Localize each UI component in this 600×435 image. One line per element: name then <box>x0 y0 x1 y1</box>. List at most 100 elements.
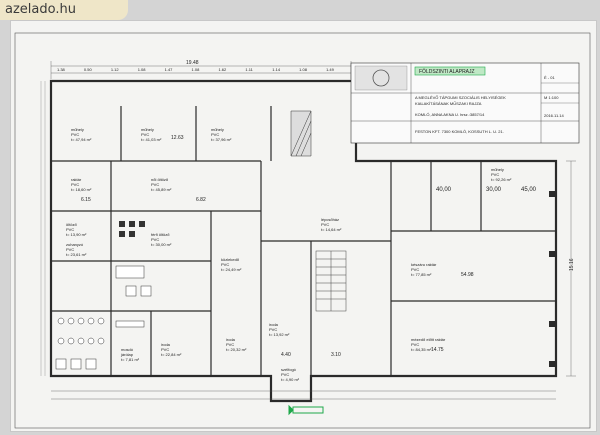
room-area: t= 22,84 m² <box>161 352 182 357</box>
room-name: műhely <box>491 167 504 172</box>
interior-walls <box>51 106 556 376</box>
room-name: női öltöző <box>151 177 169 182</box>
entrance-marker <box>288 404 324 416</box>
room-area: t= 4,90 m² <box>281 377 300 382</box>
top-segment-label: 1.62 <box>218 67 227 72</box>
dim-overall-top: 19.48 <box>186 60 199 66</box>
title-project-a: A MEGLÉVŐ TÁPGUMI SZOCIÁLIS HELYISÉGEK <box>415 95 506 100</box>
room-floor: PVC <box>151 182 159 187</box>
room-area: t= 13,92 m² <box>269 332 290 337</box>
title-designer: FESTON KFT. 7300 KOMLÓ, KOSSUTH L. U. 21… <box>415 129 504 134</box>
floor-plan-drawing: 19.48 1.38 0.50 1.12 1.08 1.47 1.08 1.62 1.11 1.… <box>14 32 591 429</box>
room-floor: PVC <box>221 262 229 267</box>
equipment-blocks <box>119 221 145 237</box>
room-name: iroda <box>161 342 171 347</box>
dim-inner-a: 12.63 <box>171 135 184 141</box>
site-watermark: azelado.hu <box>0 0 128 20</box>
room-area: t= 37,96 m² <box>211 137 232 142</box>
room-name: zuhanyzó <box>66 242 84 247</box>
room-floor: PVC <box>281 372 289 377</box>
dim-bottom-width: 14.75 <box>431 347 444 353</box>
room-name: közlekedő <box>221 257 240 262</box>
top-segment-label: 1.08 <box>299 67 308 72</box>
dim-span-b: 30,00 <box>486 187 502 193</box>
room-floor: PVC <box>411 267 419 272</box>
column-hatch <box>290 110 312 157</box>
room-area: t= 41,03 m² <box>141 137 162 142</box>
room-area: t= 14,64 m² <box>321 227 342 232</box>
room-name: férfi öltöző <box>151 232 170 237</box>
title-block: FÖLDSZINTI ALAPRAJZ A MEGLÉVŐ TÁPGUMI SZ… <box>350 62 580 144</box>
room-name: lépcsőház <box>321 217 339 222</box>
room-area: t= 47,94 m² <box>71 137 92 142</box>
top-segment-label: 1.08 <box>192 67 201 72</box>
room-floor: PVC <box>226 342 234 347</box>
column-markers <box>549 191 555 367</box>
room-area: t= 7,81 m² <box>121 357 140 362</box>
title-owner: KOMLÓ, ANNA AKNA U. hrsz.:3857/14 <box>415 112 485 117</box>
room-name: iroda <box>269 322 279 327</box>
top-segment-label: 0.50 <box>84 67 93 72</box>
room-area: t= 20,32 m² <box>226 347 247 352</box>
dim-span-a: 40,00 <box>436 187 452 193</box>
room-name: szélfogó <box>281 367 297 372</box>
top-segment-label: 1.38 <box>57 67 66 72</box>
top-segment-label: 1.47 <box>165 67 174 72</box>
room-name: készáru raktár <box>411 262 437 267</box>
staircase <box>315 250 347 312</box>
dim-inner-d: 4.40 <box>281 352 291 358</box>
outer-walls <box>49 79 558 403</box>
room-floor: PVC <box>321 222 329 227</box>
room-area: t= 18,60 m² <box>71 187 92 192</box>
title-scale: M 1:100 <box>544 95 559 100</box>
room-floor: PVC <box>66 227 74 232</box>
room-floor: PVC <box>71 132 79 137</box>
dim-inner-b: 6.82 <box>196 197 206 203</box>
room-area: t= 13,90 m² <box>66 232 87 237</box>
right-dimension <box>566 160 576 377</box>
floor-plan-sheet: 19.48 1.38 0.50 1.12 1.08 1.47 1.08 1.62 1.11 1.… <box>10 20 597 432</box>
room-name: mosdó <box>121 347 134 352</box>
exterior-hatch-left <box>40 81 46 376</box>
room-floor: PVC <box>151 237 159 242</box>
sanitary-fixtures <box>55 265 152 370</box>
room-name: műhely <box>141 127 154 132</box>
dim-inner-c: 6.15 <box>81 197 91 203</box>
top-segment-label: 1.49 <box>326 67 335 72</box>
bottom-dimension-chain <box>51 390 556 400</box>
room-area: t= 23,61 m² <box>66 252 87 257</box>
top-segment-label: 1.14 <box>272 67 281 72</box>
room-floor: PVC <box>411 342 419 347</box>
company-logo-icon <box>354 65 408 91</box>
room-floor: PVC <box>66 247 74 252</box>
room-name: iroda <box>226 337 236 342</box>
room-floor: PVC <box>491 172 499 177</box>
room-floor: PVC <box>141 132 149 137</box>
room-area: t= 77,85 m² <box>411 272 432 277</box>
room-area: t= 92,26 m² <box>491 177 512 182</box>
room-floor: PVC <box>161 347 169 352</box>
room-name: öltöző <box>66 222 77 227</box>
room-floor: járólap <box>120 352 134 357</box>
room-area: t= 24,49 m² <box>221 267 242 272</box>
room-floor: PVC <box>269 327 277 332</box>
room-floor: PVC <box>71 182 79 187</box>
room-name: mézedő előtt raktár <box>411 337 446 342</box>
top-segment-label: 1.12 <box>111 67 120 72</box>
title-heading: FÖLDSZINTI ALAPRAJZ <box>419 68 475 75</box>
dim-mid-width: 54.98 <box>461 272 474 278</box>
room-name: raktár <box>71 177 82 182</box>
title-sheet: É - 01 <box>544 75 555 80</box>
room-area: t= 84,35 m² <box>411 347 432 352</box>
title-date: 2016.11.14 <box>544 113 564 118</box>
top-segment-label: 1.11 <box>245 67 253 72</box>
top-segment-label: 1.08 <box>138 67 147 72</box>
room-floor: PVC <box>211 132 219 137</box>
room-area: t= 45,89 m² <box>151 187 172 192</box>
dim-right-height: 15.16 <box>569 258 575 271</box>
room-name: műhely <box>71 127 84 132</box>
room-area: t= 30,00 m² <box>151 242 172 247</box>
drawing-frame <box>14 32 591 429</box>
room-name: műhely <box>211 127 224 132</box>
